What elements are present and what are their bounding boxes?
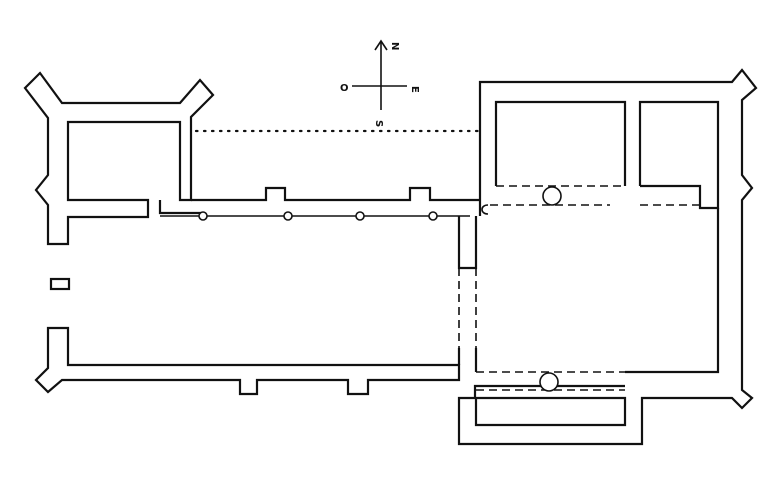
- crossing-pier-south: [539, 372, 559, 392]
- north-chapel-west: [494, 100, 627, 186]
- pier: [198, 211, 208, 221]
- east-block-outer-wall: [457, 68, 758, 446]
- west-entrance-block: [49, 277, 71, 291]
- stair-niche: [481, 204, 489, 215]
- south-arcade-dashed: [476, 371, 625, 391]
- pier: [283, 211, 293, 221]
- north-arcade-dashed: [490, 185, 700, 206]
- north-chapel-east: [638, 100, 720, 210]
- north-arrow-icon: [374, 39, 388, 51]
- compass-north-label: N: [389, 42, 400, 50]
- crossing-pier-north: [542, 186, 562, 206]
- northwest-tower: [23, 71, 215, 246]
- east-block-inner-wall: [625, 208, 720, 374]
- compass-west-label: O: [340, 83, 349, 94]
- nave-north-wall: [158, 186, 480, 215]
- nave-east-wall-north: [457, 216, 478, 270]
- southwest-corner: [34, 326, 461, 396]
- nave-east-wall-south: [457, 348, 478, 372]
- pier: [355, 211, 365, 221]
- nave-east-opening: [458, 268, 477, 348]
- pier: [428, 211, 438, 221]
- compass: N S E O: [340, 39, 420, 127]
- compass-east-label: E: [409, 86, 420, 93]
- compass-south-label: S: [373, 120, 384, 127]
